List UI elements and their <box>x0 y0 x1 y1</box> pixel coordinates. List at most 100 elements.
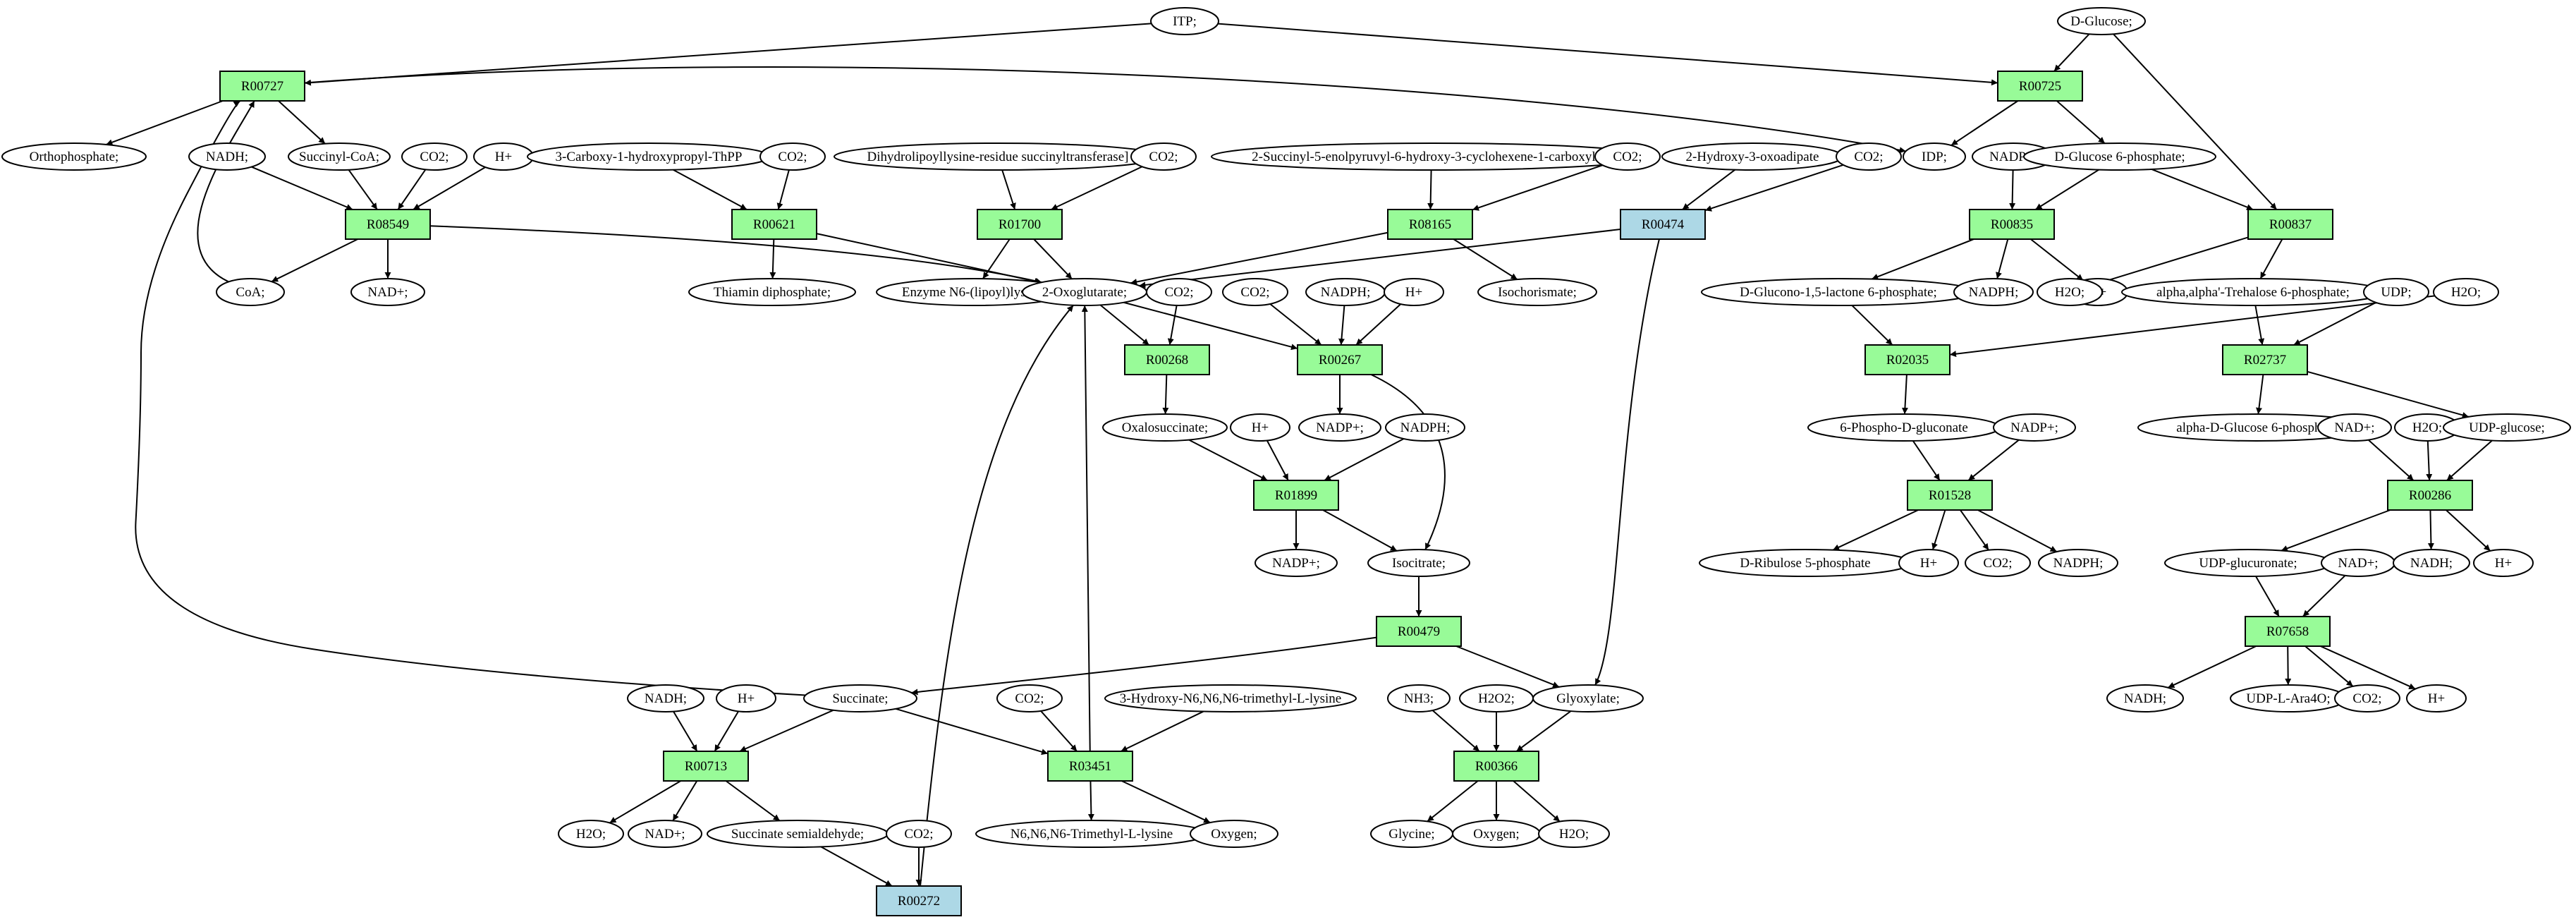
metabolite-node-nadph3[interactable]: NADPH; <box>1385 413 1465 442</box>
metabolite-node-hydroxytml[interactable]: 3-Hydroxy-N6,N6,N6-trimethyl-L-lysine <box>1104 684 1357 712</box>
reaction-node-r03451[interactable]: R03451 <box>1047 751 1133 782</box>
metabolite-node-glyoxylate[interactable]: Glyoxylate; <box>1532 684 1644 712</box>
metabolite-node-co2-7[interactable]: CO2; <box>1222 278 1288 306</box>
metabolite-node-itp[interactable]: ITP; <box>1150 7 1219 35</box>
metabolite-node-thpp[interactable]: Thiamin diphosphate; <box>688 278 856 306</box>
metabolite-node-hplus8[interactable]: H+ <box>716 684 776 712</box>
reaction-node-r01528[interactable]: R01528 <box>1907 480 1993 511</box>
metabolite-node-gluconolactone[interactable]: D-Glucono-1,5-lactone 6-phosphate; <box>1701 278 1976 306</box>
metabolite-node-nadh4[interactable]: NADH; <box>627 684 704 712</box>
metabolite-ellipse <box>2023 142 2216 171</box>
metabolite-node-h2o-4[interactable]: H2O; <box>558 820 624 848</box>
metabolite-node-co2-9[interactable]: CO2; <box>2334 684 2400 712</box>
metabolite-node-idp[interactable]: IDP; <box>1903 142 1966 171</box>
metabolite-node-hplus7[interactable]: H+ <box>2406 684 2467 712</box>
metabolite-node-co2-11[interactable]: CO2; <box>886 820 952 848</box>
metabolite-node-h2o-5[interactable]: H2O; <box>1538 820 1610 848</box>
reaction-node-r00474[interactable]: R00474 <box>1620 209 1706 240</box>
metabolite-node-h2o2[interactable]: H2O2; <box>1459 684 1534 712</box>
metabolite-node-udp[interactable]: UDP; <box>2363 278 2429 306</box>
metabolite-node-nadh1[interactable]: NADH; <box>188 142 266 171</box>
reaction-node-r00366[interactable]: R00366 <box>1453 751 1539 782</box>
metabolite-node-nadh2[interactable]: NADH; <box>2393 549 2470 577</box>
metabolite-node-tml[interactable]: N6,N6,N6-Trimethyl-L-lysine <box>975 820 1208 848</box>
reaction-node-r00479[interactable]: R00479 <box>1376 616 1462 647</box>
metabolite-node-co2-6[interactable]: CO2; <box>1146 278 1212 306</box>
metabolite-node-carboxythpp[interactable]: 3-Carboxy-1-hydroxypropyl-ThPP <box>527 142 771 171</box>
metabolite-node-udpglucose[interactable]: UDP-glucose; <box>2443 413 2571 442</box>
metabolite-node-nad2[interactable]: NAD+; <box>2317 413 2392 442</box>
metabolite-node-co2-1[interactable]: CO2; <box>401 142 468 171</box>
metabolite-node-nadph2[interactable]: NADPH; <box>1953 278 2034 306</box>
reaction-node-r00713[interactable]: R00713 <box>663 751 749 782</box>
metabolite-node-ribulose5p[interactable]: D-Ribulose 5-phosphate <box>1699 549 1912 577</box>
metabolite-node-hplus2[interactable]: H+ <box>1384 278 1444 306</box>
metabolite-node-nh3[interactable]: NH3; <box>1387 684 1451 712</box>
metabolite-node-succinate[interactable]: Succinate; <box>803 684 917 712</box>
reaction-node-r08549[interactable]: R08549 <box>345 209 431 240</box>
metabolite-node-succoa[interactable]: Succinyl-CoA; <box>288 142 391 171</box>
metabolite-node-nadp4[interactable]: NADP+; <box>1255 549 1338 577</box>
metabolite-node-nadph1[interactable]: NADPH; <box>1305 278 1386 306</box>
reaction-node-r02737[interactable]: R02737 <box>2222 344 2308 375</box>
metabolite-node-udpara4o[interactable]: UDP-L-Ara4O; <box>2230 684 2347 712</box>
metabolite-node-oxygen2[interactable]: Oxygen; <box>1452 820 1541 848</box>
metabolite-node-trehalose6p[interactable]: alpha,alpha'-Trehalose 6-phosphate; <box>2121 278 2385 306</box>
metabolite-node-glycine[interactable]: Glycine; <box>1370 820 1453 848</box>
metabolite-node-nadph4[interactable]: NADPH; <box>2038 549 2118 577</box>
reaction-node-r00727[interactable]: R00727 <box>219 71 305 102</box>
metabolite-node-succsemialdehyde[interactable]: Succinate semialdehyde; <box>707 820 889 848</box>
reaction-node-r01700[interactable]: R01700 <box>977 209 1063 240</box>
reaction-node-r00286[interactable]: R00286 <box>2387 480 2473 511</box>
edge-m_nadp3-to-R01528 <box>1967 439 2020 481</box>
metabolite-node-nad1[interactable]: NAD+; <box>350 278 425 306</box>
metabolite-node-hplus6[interactable]: H+ <box>2473 549 2534 577</box>
metabolite-node-nad4[interactable]: NAD+; <box>628 820 702 848</box>
metabolite-node-co2-4[interactable]: CO2; <box>1594 142 1661 171</box>
reaction-node-r00268[interactable]: R00268 <box>1124 344 1210 375</box>
metabolite-node-co2-10[interactable]: CO2; <box>996 684 1063 712</box>
metabolite-node-oxalosuccinate[interactable]: Oxalosuccinate; <box>1102 413 1228 442</box>
metabolite-node-isocitrate[interactable]: Isocitrate; <box>1367 549 1470 577</box>
reaction-node-r07658[interactable]: R07658 <box>2245 616 2331 647</box>
metabolite-node-isochorismate[interactable]: Isochorismate; <box>1477 278 1597 306</box>
metabolite-ellipse <box>2443 413 2571 442</box>
reaction-node-r01899[interactable]: R01899 <box>1253 480 1339 511</box>
metabolite-ellipse <box>1130 142 1197 171</box>
reaction-node-r00621[interactable]: R00621 <box>731 209 817 240</box>
metabolite-node-nadp2[interactable]: NADP+; <box>1298 413 1381 442</box>
reaction-node-r00272[interactable]: R00272 <box>876 885 962 916</box>
metabolite-node-udpglucuronate[interactable]: UDP-glucuronate; <box>2164 549 2332 577</box>
metabolite-node-g6p[interactable]: D-Glucose 6-phosphate; <box>2023 142 2216 171</box>
metabolite-node-orthophosphate[interactable]: Orthophosphate; <box>1 142 147 171</box>
metabolite-node-oxygen1[interactable]: Oxygen; <box>1190 820 1278 848</box>
metabolite-node-h2o-2[interactable]: H2O; <box>2433 278 2499 306</box>
metabolite-node-coa[interactable]: CoA; <box>216 278 285 306</box>
metabolite-node-co2-3[interactable]: CO2; <box>1130 142 1197 171</box>
reaction-node-r00725[interactable]: R00725 <box>1997 71 2083 102</box>
metabolite-node-hydroxyoxoadipate[interactable]: 2-Hydroxy-3-oxoadipate <box>1661 142 1843 171</box>
reaction-node-r08165[interactable]: R08165 <box>1387 209 1473 240</box>
reaction-node-r02035[interactable]: R02035 <box>1864 344 1951 375</box>
metabolite-node-nadp3[interactable]: NADP+; <box>1993 413 2076 442</box>
edge-R00835-to-m_gluconolactone <box>1871 238 1974 280</box>
reaction-node-r00837[interactable]: R00837 <box>2247 209 2333 240</box>
metabolite-node-co2-2[interactable]: CO2; <box>759 142 826 171</box>
edge-R00835-to-m_nadph2 <box>1996 238 2009 279</box>
metabolite-node-sephchc[interactable]: 2-Succinyl-5-enolpyruvyl-6-hydroxy-3-cyc… <box>1211 142 1652 171</box>
reaction-node-r00267[interactable]: R00267 <box>1297 344 1383 375</box>
metabolite-node-nad3[interactable]: NAD+; <box>2321 549 2395 577</box>
reaction-node-r00835[interactable]: R00835 <box>1969 209 2055 240</box>
metabolite-node-dglucose[interactable]: D-Glucose; <box>2057 7 2146 35</box>
metabolite-node-nadh3[interactable]: NADH; <box>2106 684 2184 712</box>
metabolite-node-h2o-3[interactable]: H2O; <box>2394 413 2460 442</box>
metabolite-node-hplus1[interactable]: H+ <box>473 142 534 171</box>
metabolite-node-hplus5[interactable]: H+ <box>1898 549 1959 577</box>
metabolite-node-co2-5[interactable]: CO2; <box>1836 142 1902 171</box>
metabolite-node-hplus4[interactable]: H+ <box>1230 413 1290 442</box>
metabolite-node-akg[interactable]: 2-Oxoglutarate; <box>1022 278 1147 306</box>
metabolite-node-6pgluconate[interactable]: 6-Phospho-D-gluconate <box>1807 413 2001 442</box>
metabolite-node-h2o-1[interactable]: H2O; <box>2037 278 2103 306</box>
metabolite-node-co2-8[interactable]: CO2; <box>1965 549 2031 577</box>
metabolite-node-dihydrolipoyl[interactable]: Dihydrolipoyllysine-residue succinyltran… <box>834 142 1162 171</box>
